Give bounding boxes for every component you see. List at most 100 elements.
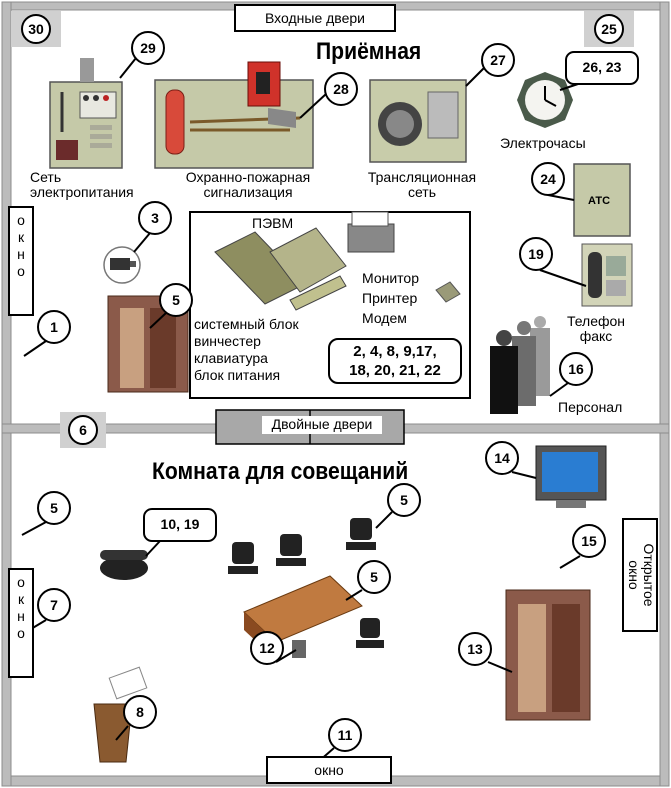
bubble-5-table — [357, 560, 391, 594]
num-14: 14 — [494, 450, 510, 466]
phone-label: Телефон факс — [556, 314, 636, 344]
staff-icon — [490, 316, 550, 414]
window-left-top[interactable]: о к н о — [8, 206, 34, 316]
pc-item-psu: блок питания — [194, 367, 281, 383]
num-13: 13 — [467, 641, 483, 657]
wall-clock-icon — [517, 72, 573, 128]
num-5-chair: 5 — [400, 492, 408, 508]
bubble-13 — [458, 632, 492, 666]
num-10-19: 10, 19 — [160, 516, 200, 532]
window-letter: о — [17, 212, 25, 228]
window-letter: о — [17, 263, 25, 279]
broadcast-label-line2: сеть — [407, 184, 437, 200]
num-6: 6 — [79, 422, 87, 438]
num-19: 19 — [528, 246, 544, 262]
window-letter: к — [17, 229, 25, 245]
power-panel-icon — [49, 58, 123, 169]
broadcast-label: Трансляционная сеть — [352, 170, 492, 200]
num-8: 8 — [136, 704, 144, 720]
bubble-14 — [485, 441, 519, 475]
bubble-10-19 — [143, 508, 217, 542]
desk-phone-icon — [100, 550, 148, 580]
bubble-16 — [559, 352, 593, 386]
num-25: 25 — [601, 21, 617, 37]
staff-label: Персонал — [558, 399, 623, 415]
fire-alarm-icon — [154, 61, 314, 169]
num-15: 15 — [581, 533, 597, 549]
bubble-15 — [572, 524, 606, 558]
phone-label-line2: факс — [579, 328, 613, 344]
pc-item-system-unit: системный блок — [194, 316, 299, 332]
bubble-11 — [328, 718, 362, 752]
bubble-1 — [37, 310, 71, 344]
num-5-left: 5 — [50, 500, 58, 516]
camera-icon — [103, 246, 141, 284]
double-door-label[interactable]: Двойные двери — [271, 416, 373, 432]
open-window-text: Открытое окно — [626, 520, 657, 630]
num-16: 16 — [568, 361, 584, 377]
fire-label-line2: сигнализация — [203, 184, 293, 200]
pc-item-hdd: винчестер — [194, 333, 261, 349]
window-letter: к — [17, 591, 25, 607]
pc-item-keyboard: клавиатура — [194, 350, 268, 366]
bubble-30 — [21, 14, 51, 44]
pc-numbers-line1: 2, 4, 8, 9,17, — [353, 343, 437, 360]
window-letter: н — [17, 246, 25, 262]
pc-numbers-list: 2, 4, 8, 9,17, 18, 20, 21, 22 — [328, 338, 462, 384]
fire-label-line1: Охранно-пожарная — [185, 169, 311, 185]
broadcast-label-line1: Трансляционная — [367, 169, 477, 185]
num-1: 1 — [50, 319, 58, 335]
num-28: 28 — [333, 81, 349, 97]
pc-item-printer: Принтер — [362, 290, 418, 306]
num-11: 11 — [337, 727, 353, 743]
entrance-door[interactable]: Входные двери — [234, 4, 396, 32]
tv-icon — [535, 445, 607, 508]
num-27: 27 — [490, 52, 506, 68]
cabinet-bottom-icon — [505, 589, 591, 721]
pc-right-items: Монитор Принтер Модем — [362, 268, 419, 328]
wall-right — [659, 1, 670, 787]
pc-numbers-line2: 18, 20, 21, 22 — [349, 362, 441, 379]
broadcast-speaker-icon — [369, 79, 467, 163]
bubble-5-chair — [387, 483, 421, 517]
pc-item-modem: Модем — [362, 310, 407, 326]
fire-label: Охранно-пожарная сигнализация — [168, 170, 328, 200]
bubble-29 — [131, 31, 165, 65]
bubble-25 — [594, 14, 624, 44]
pbx-icon — [573, 163, 631, 237]
double-door — [215, 409, 405, 445]
num-26-23: 26, 23 — [582, 59, 622, 75]
chairs-icon — [228, 518, 384, 648]
bubble-27 — [481, 43, 515, 77]
pc-title: ПЭВМ — [252, 215, 294, 231]
num-12: 12 — [259, 640, 275, 656]
num-3: 3 — [151, 210, 159, 226]
bubble-8 — [123, 695, 157, 729]
trash-bin-icon — [93, 666, 148, 763]
number-bubbles — [21, 14, 624, 752]
num-5-top: 5 — [172, 292, 180, 308]
pbx-label: АТС — [588, 195, 611, 207]
num-24: 24 — [540, 171, 556, 187]
window-letter: о — [17, 574, 25, 590]
window-left-bottom[interactable]: о к н о — [8, 568, 34, 678]
bottom-window[interactable]: окно — [266, 756, 392, 784]
pc-equipment-icon — [214, 211, 461, 311]
power-label-line1: Сеть — [30, 169, 62, 185]
pc-left-items: системный блок винчестер клавиатура блок… — [194, 316, 299, 384]
reception-title: Приёмная — [316, 38, 422, 65]
pc-item-monitor: Монитор — [362, 270, 419, 286]
bubble-6 — [68, 415, 98, 445]
num-7: 7 — [50, 597, 58, 613]
power-label: Сеть электропитания — [30, 170, 134, 200]
open-window[interactable]: Открытое окно — [622, 518, 658, 632]
bubble-7 — [37, 588, 71, 622]
num-29: 29 — [140, 40, 156, 56]
num-30: 30 — [28, 21, 44, 37]
bubble-3 — [138, 201, 172, 235]
phone-label-line1: Телефон — [566, 313, 626, 329]
window-letter: о — [17, 625, 25, 641]
wall-left — [1, 1, 12, 787]
bubble-12 — [250, 631, 284, 665]
